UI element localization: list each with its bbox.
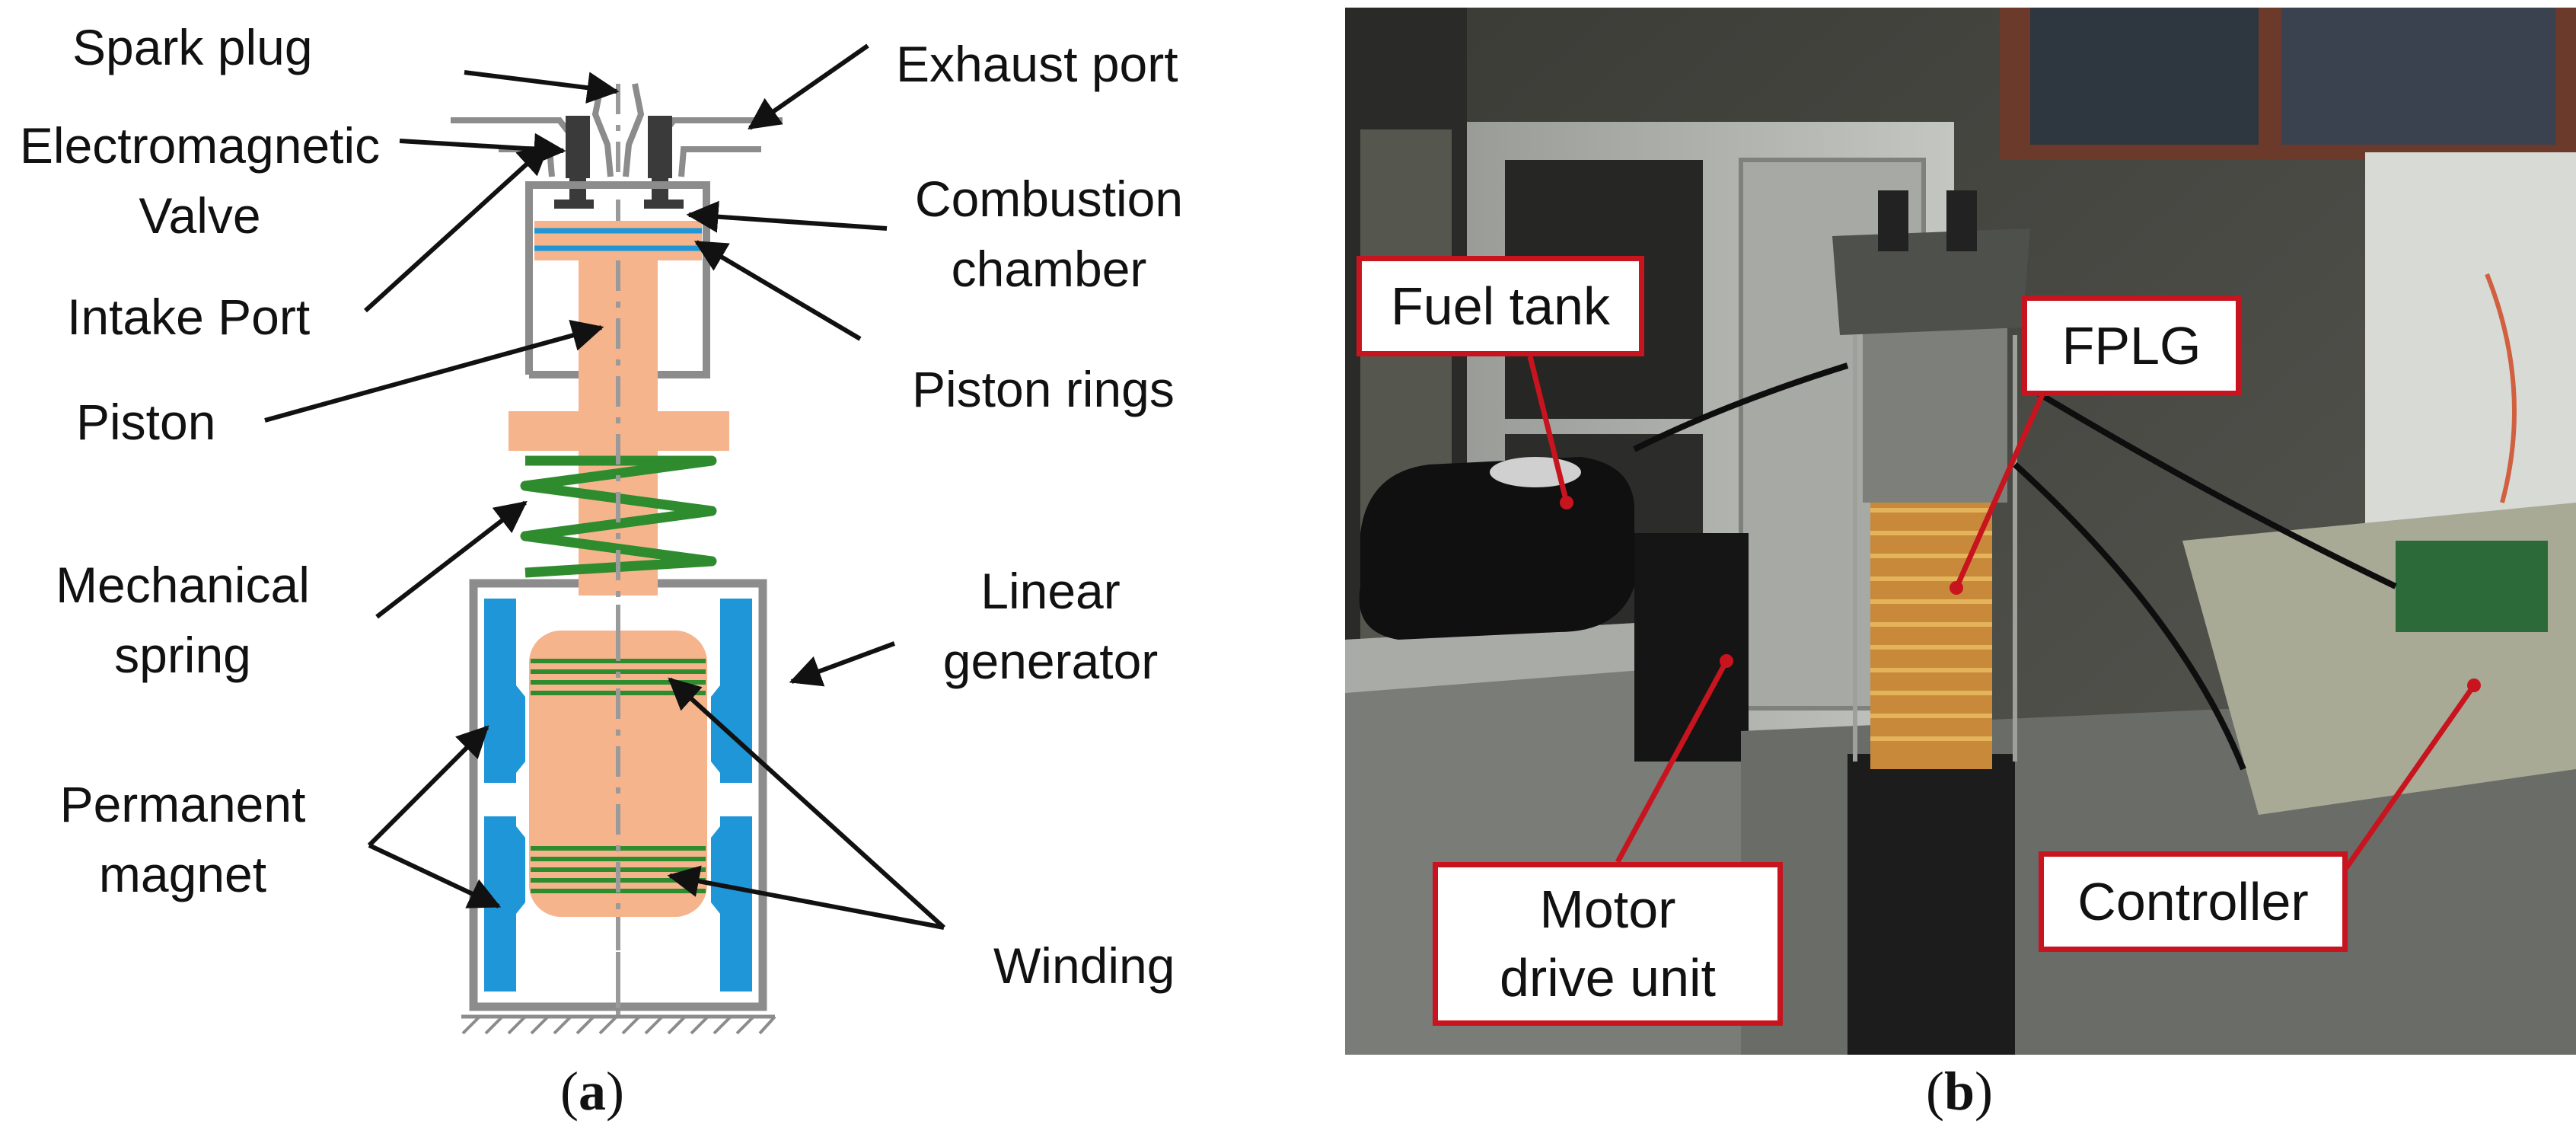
arrow-piston	[264, 320, 604, 423]
caption-a: (a)	[560, 1060, 624, 1123]
label-mechanical-spring-line2: spring	[114, 627, 251, 683]
label-electromagnetic-valve-line2: Valve	[139, 187, 261, 244]
callout-controller: Controller	[2039, 851, 2348, 952]
arrow-intake-port	[363, 142, 550, 313]
callout-motor-drive-unit-line2: drive unit	[1499, 948, 1717, 1007]
caption-b-open: (	[1926, 1061, 1944, 1122]
caption-b-letter: b	[1943, 1061, 1975, 1122]
cylinder-housing	[525, 181, 710, 378]
label-permanent-magnet-line1: Permanent	[59, 776, 306, 832]
arrow-permanent-magnet-lower	[368, 843, 502, 908]
arrow-winding-upper	[668, 677, 946, 930]
callout-motor-drive-unit-line1: Motor	[1539, 880, 1676, 939]
caption-a-letter: a	[578, 1061, 606, 1122]
piston-head	[534, 221, 702, 260]
label-electromagnetic-valve-line1: Electromagnetic	[19, 117, 381, 174]
leader-arrows	[264, 43, 946, 930]
label-permanent-magnet-line2: magnet	[98, 846, 267, 902]
callout-fuel-tank: Fuel tank	[1357, 256, 1644, 356]
label-linear-generator-line2: generator	[942, 633, 1159, 689]
caption-a-open: (	[560, 1061, 579, 1122]
label-linear-generator: Linear generator	[898, 556, 1203, 696]
callout-motor-drive-unit: Motor drive unit	[1433, 862, 1783, 1026]
label-permanent-magnet: Permanent magnet	[53, 769, 312, 909]
permanent-magnets	[484, 599, 752, 992]
arrow-electromagnetic-valve	[399, 133, 566, 165]
fplg-schematic	[264, 43, 946, 1035]
label-exhaust-port: Exhaust port	[896, 36, 1178, 92]
label-winding: Winding	[993, 937, 1175, 994]
fuel-tank	[1359, 457, 1634, 640]
callout-fplg: FPLG	[2022, 295, 2241, 396]
arrow-mechanical-spring	[375, 500, 528, 619]
label-combustion-chamber: Combustion chamber	[889, 164, 1209, 304]
caption-b-close: )	[1975, 1061, 1994, 1122]
label-piston-rings: Piston rings	[912, 361, 1175, 417]
arrow-piston-rings	[693, 240, 862, 341]
arrow-linear-generator	[789, 641, 896, 687]
arrow-combustion-chamber	[686, 200, 888, 233]
label-mechanical-spring-line1: Mechanical	[56, 557, 310, 613]
controller-board	[2396, 541, 2548, 632]
arrow-exhaust-port	[748, 43, 869, 130]
label-linear-generator-line1: Linear	[980, 563, 1121, 619]
caption-b: (b)	[1926, 1060, 1993, 1123]
label-combustion-chamber-line2: chamber	[951, 241, 1147, 297]
label-combustion-chamber-line1: Combustion	[914, 171, 1184, 227]
label-piston: Piston	[76, 394, 216, 450]
label-mechanical-spring: Mechanical spring	[53, 550, 312, 690]
mechanical-spring	[520, 455, 717, 578]
ground-hatching	[461, 1015, 776, 1035]
label-spark-plug: Spark plug	[72, 19, 313, 75]
label-intake-port: Intake Port	[67, 289, 311, 345]
arrow-permanent-magnet-upper	[367, 725, 489, 848]
motor-drive-box	[1634, 533, 1749, 762]
arrow-winding-lower	[667, 865, 945, 930]
caption-a-close: )	[605, 1061, 624, 1122]
arrow-spark-plug	[464, 70, 620, 104]
exhaust-port-pipe	[658, 117, 783, 177]
label-electromagnetic-valve: Electromagnetic Valve	[0, 110, 400, 251]
fplg-column	[1848, 754, 2015, 1055]
